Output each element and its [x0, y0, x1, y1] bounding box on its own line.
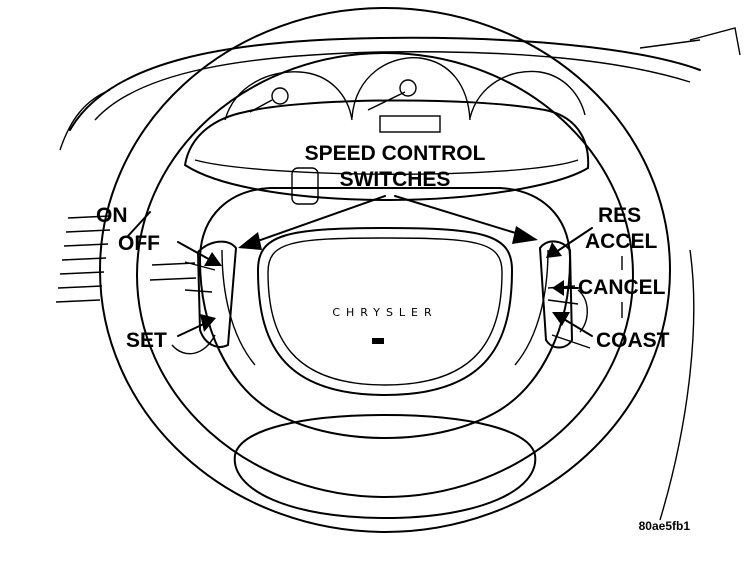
- title-arrows: [238, 195, 538, 250]
- set-label: SET: [126, 329, 167, 352]
- res-accel-arrow: [546, 227, 593, 258]
- on-off-arrow: [177, 241, 222, 266]
- airbag-cover: CHRYSLER: [257, 227, 513, 396]
- odometer-display: [379, 115, 441, 133]
- lower-rim-grip: [233, 414, 537, 519]
- on-label: ON: [96, 204, 128, 227]
- res-label: RES: [598, 204, 641, 227]
- airbag-brand: CHRYSLER: [332, 306, 437, 319]
- logo-mark: [372, 338, 384, 344]
- cancel-label: CANCEL: [578, 276, 666, 299]
- air-vent: [55, 215, 111, 303]
- set-arrow: [177, 314, 216, 337]
- wheel-hub: [199, 167, 571, 439]
- figure-id: 80ae5fb1: [639, 519, 691, 533]
- title-line-1: SPEED CONTROL: [305, 142, 486, 165]
- set-bracket: [171, 334, 216, 355]
- on-off-divider: [127, 211, 151, 237]
- coast-label: COAST: [596, 329, 670, 352]
- title-line-2: SWITCHES: [340, 168, 451, 191]
- steering-wheel-rim: [99, 7, 671, 533]
- upper-rim-grip: [184, 99, 590, 201]
- off-label: OFF: [118, 232, 160, 255]
- accel-label: ACCEL: [585, 230, 658, 253]
- dashboard: [55, 27, 741, 521]
- left-switch-pod: [149, 240, 237, 348]
- coast-arrow: [552, 312, 593, 337]
- cancel-arrow: [552, 280, 579, 296]
